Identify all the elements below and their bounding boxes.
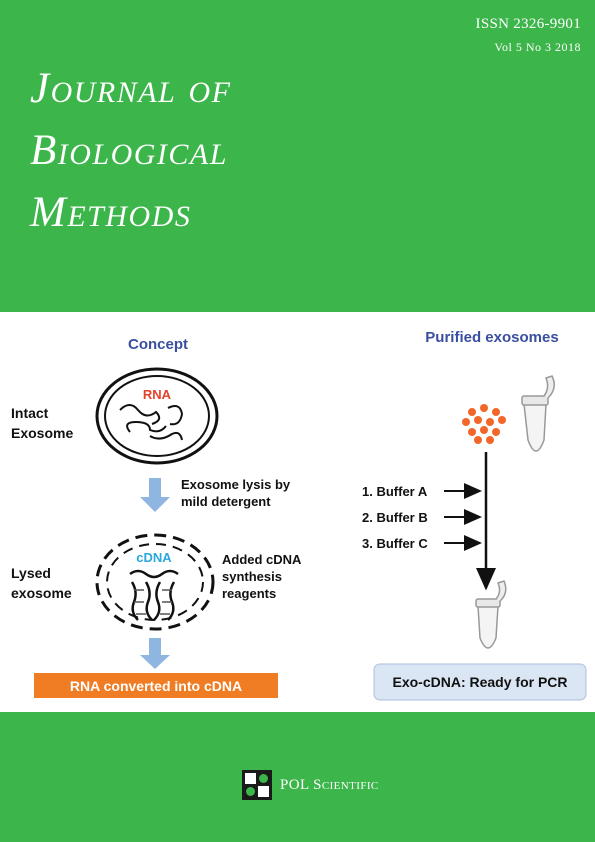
cover-figure: Concept RNA Intact Exosome Exosome lysis… xyxy=(0,312,595,712)
buffer-c-label: 3. Buffer C xyxy=(362,536,428,551)
publisher-footer: POL Scientific xyxy=(242,770,379,800)
exosome-dots xyxy=(462,404,506,444)
cdna-label: cDNA xyxy=(136,550,172,565)
journal-title-line-3: Methods xyxy=(30,189,192,236)
lysed-label-2: exosome xyxy=(11,585,72,601)
added-label-1: Added cDNA xyxy=(222,552,302,567)
intact-exosome-inner xyxy=(104,375,210,457)
concept-heading: Concept xyxy=(128,336,188,353)
intact-label-2: Exosome xyxy=(11,425,73,441)
added-label-3: reagents xyxy=(222,586,276,601)
lysed-exosome-inner xyxy=(106,543,204,621)
cdna-helix xyxy=(129,569,179,621)
volume-text: Vol 5 No 3 2018 xyxy=(494,40,581,54)
ready-label: Exo-cDNA: Ready for PCR xyxy=(392,674,567,690)
lysis-label-1: Exosome lysis by xyxy=(181,477,291,492)
converted-label: RNA converted into cDNA xyxy=(70,678,242,694)
ready-box xyxy=(373,663,587,701)
lysed-exosome-outer xyxy=(95,533,215,631)
added-label-2: synthesis xyxy=(222,569,282,584)
pol-logo-icon xyxy=(242,770,272,800)
lysis-label-2: mild detergent xyxy=(181,494,271,509)
issn-text: ISSN 2326-9901 xyxy=(475,16,581,32)
cdna-rungs xyxy=(134,589,172,615)
convert-arrow xyxy=(140,638,170,669)
converted-box xyxy=(34,673,278,698)
publisher-name: POL Scientific xyxy=(280,776,379,793)
intact-exosome-outer xyxy=(95,367,219,465)
purified-heading: Purified exosomes xyxy=(425,329,558,346)
buffer-b-label: 2. Buffer B xyxy=(362,510,428,525)
lysis-arrow xyxy=(140,478,170,512)
exosome-diagram: Concept RNA Intact Exosome Exosome lysis… xyxy=(11,329,587,701)
rna-label: RNA xyxy=(143,387,172,402)
buffer-a-label: 1. Buffer A xyxy=(362,484,428,499)
tube-top-icon xyxy=(521,375,555,452)
tube-bottom-icon xyxy=(475,580,507,649)
lysed-label-1: Lysed xyxy=(11,565,51,581)
rna-strands xyxy=(119,404,184,441)
journal-title-line-2: Biological xyxy=(30,127,228,174)
intact-label-1: Intact xyxy=(11,405,49,421)
journal-title-line-1: Journal of xyxy=(30,65,232,112)
journal-title: Journal of Biological Methods xyxy=(30,58,232,244)
